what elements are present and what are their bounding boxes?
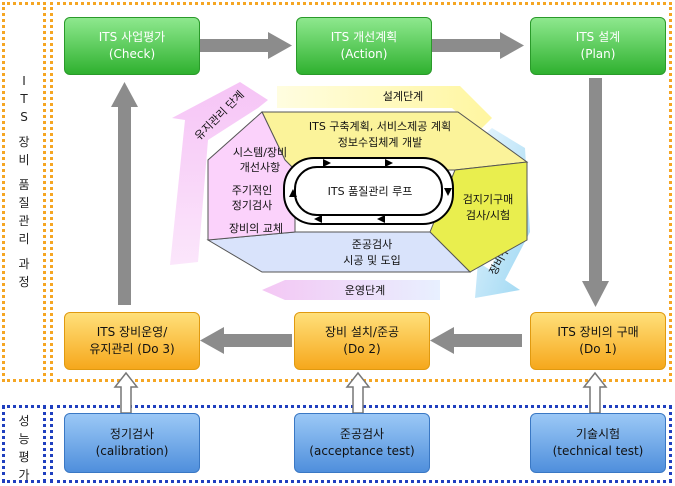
center-left-line5: 장비의 교체 [229, 222, 283, 235]
center-right-line2: 검사/시험 [466, 209, 510, 222]
acceptance-box-subtitle: (acceptance test) [309, 444, 415, 458]
center-loop-label: ITS 품질관리 루프 [328, 185, 413, 198]
plan-box: ITS 설계 (Plan) [530, 17, 666, 75]
plan-box-title: ITS 설계 [575, 30, 621, 44]
technical-box-subtitle: (technical test) [552, 444, 644, 458]
calibration-box: 정기검사 (calibration) [64, 413, 200, 473]
center-left-line2: 개선사항 [240, 161, 280, 174]
calibration-box-subtitle: (calibration) [95, 444, 169, 458]
check-box: ITS 사업평가 (Check) [64, 17, 200, 75]
calibration-box-title: 정기검사 [109, 427, 155, 441]
do2-box-title: 장비 설치/준공 [324, 325, 400, 339]
do1-box: ITS 장비의 구매 (Do 1) [530, 312, 666, 370]
arrow-technical-up [582, 371, 608, 414]
center-bottom-line1: 준공검사 [352, 238, 392, 251]
acceptance-box-title: 준공검사 [339, 427, 385, 441]
center-octagon [206, 111, 529, 273]
arrow-check-to-action [200, 39, 270, 52]
center-top-line1: ITS 구축계획, 서비스제공 계획 [309, 120, 451, 133]
check-box-subtitle: (Check) [108, 47, 156, 61]
arrow-acceptance-up [345, 371, 371, 414]
arrow-do2-to-do3 [222, 334, 292, 347]
plan-box-subtitle: (Plan) [580, 47, 616, 61]
center-top-line2: 정보수집체계 개발 [338, 136, 422, 149]
center-right-line1: 검지기구매 [463, 193, 514, 206]
process-frame-label [2, 2, 46, 382]
maintenance-stage-arrow [170, 82, 268, 265]
center-bottom-line2: 시공 및 도입 [343, 254, 401, 267]
evaluation-arrows [113, 371, 608, 414]
action-box-subtitle: (Action) [340, 47, 388, 61]
acceptance-box: 준공검사 (acceptance test) [294, 413, 430, 473]
center-bottom-segment [206, 231, 472, 273]
center-left-line4: 정기검사 [232, 199, 272, 212]
do3-box: ITS 장비운영/ 유지관리 (Do 3) [64, 312, 200, 370]
arrow-do3-to-check [118, 105, 131, 305]
arrow-calibration-up [113, 371, 139, 414]
flow-arrows [111, 32, 609, 354]
arrow-action-to-plan [432, 39, 502, 52]
action-box-title: ITS 개선계획 [330, 30, 398, 44]
action-box: ITS 개선계획 (Action) [296, 17, 432, 75]
do1-box-subtitle: (Do 1) [579, 342, 617, 356]
center-left-segment [207, 111, 296, 241]
do2-box: 장비 설치/준공 (Do 2) [294, 312, 430, 370]
center-left-line3: 주기적인 [232, 184, 272, 197]
arrow-do1-to-do2 [452, 334, 522, 347]
do3-box-subtitle: 유지관리 (Do 3) [89, 342, 175, 356]
design-stage-arrow [277, 86, 492, 132]
design-stage-label: 설계단계 [383, 90, 423, 103]
operation-stage-label: 운영단계 [345, 284, 385, 297]
do2-box-subtitle: (Do 2) [343, 342, 381, 356]
technical-box: 기술시험 (technical test) [530, 413, 666, 473]
do1-box-title: ITS 장비의 구매 [557, 325, 639, 339]
loop-arrowheads [289, 159, 452, 223]
technical-box-title: 기술시험 [575, 427, 621, 441]
evaluation-frame-label [2, 405, 46, 483]
check-box-title: ITS 사업평가 [98, 30, 166, 44]
do3-box-title: ITS 장비운영/ [96, 325, 168, 339]
center-left-line1: 시스템/장비 [233, 146, 287, 159]
loop-frame-inner [294, 166, 443, 216]
operation-stage-arrow [262, 280, 440, 300]
arrow-plan-to-do1 [589, 78, 602, 283]
